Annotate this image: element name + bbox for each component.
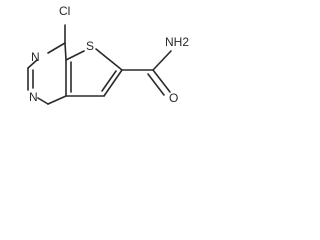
chemical-structure-diagram: Cl N N S NH2 O: [27, 4, 189, 105]
bond-s-c6: [95, 48, 123, 71]
bond-carbonyl-n: [152, 50, 172, 71]
atom-label-o: O: [169, 91, 178, 105]
bonds: [27, 24, 172, 105]
bond-c4-n3: [47, 42, 66, 54]
bond-c4a-s: [65, 50, 85, 61]
bond-carbonyl-o-double: [147, 73, 165, 96]
bond-c6-c7-double: [101, 70, 117, 92]
bond-c7a-c3a: [47, 95, 67, 105]
atom-label-n-upper: N: [31, 50, 40, 64]
bond-carbonyl-o: [152, 69, 171, 93]
bond-c4-c4a: [64, 42, 67, 61]
bond-n1-c7a: [37, 97, 49, 105]
atom-label-nh2: NH2: [165, 35, 189, 49]
bond-n3-c2: [27, 59, 38, 69]
atom-labels: Cl N N S NH2 O: [29, 4, 189, 105]
atom-label-s: S: [86, 39, 94, 53]
atom-label-cl: Cl: [59, 4, 70, 18]
bond-c6-c7: [103, 69, 123, 97]
atom-label-n-lower: N: [29, 90, 38, 104]
